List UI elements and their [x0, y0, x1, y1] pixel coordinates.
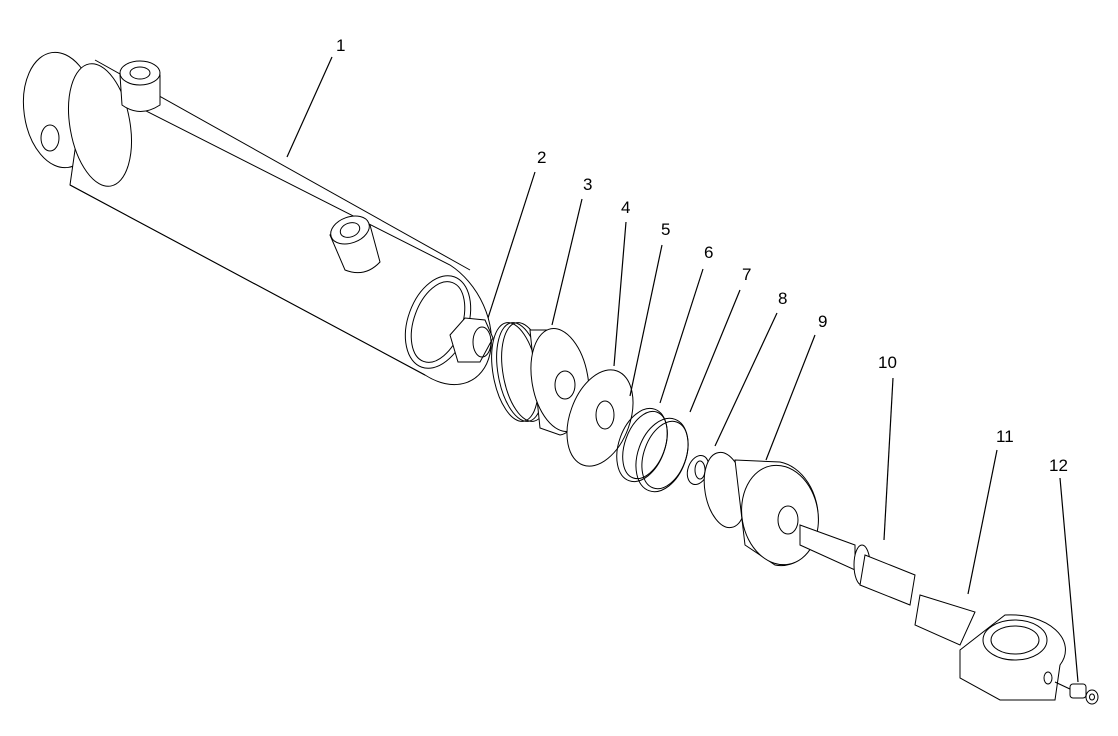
callout-7: 7: [742, 265, 752, 284]
part-2-nut: [449, 317, 494, 363]
callout-9: 9: [818, 312, 828, 331]
part-12-grease-fitting: [1054, 681, 1099, 705]
part-3-piston: [491, 322, 590, 436]
callout-11: 11: [996, 427, 1014, 446]
callout-1: 1: [336, 36, 346, 55]
callout-5: 5: [661, 220, 671, 239]
part-6-7-o-rings: [616, 407, 689, 493]
callout-6: 6: [704, 243, 714, 262]
part-10-11-rod: [799, 524, 1066, 701]
part-4-5-washers: [566, 369, 634, 467]
part-1-cylinder-barrel: [22, 51, 492, 386]
callout-4: 4: [621, 198, 631, 217]
callout-12: 12: [1049, 456, 1068, 475]
callout-3: 3: [583, 175, 593, 194]
leader-lines: [286, 56, 1079, 683]
callout-2: 2: [537, 148, 547, 167]
callout-8: 8: [778, 289, 788, 308]
callout-10: 10: [878, 353, 897, 372]
part-9-gland: [703, 451, 819, 567]
